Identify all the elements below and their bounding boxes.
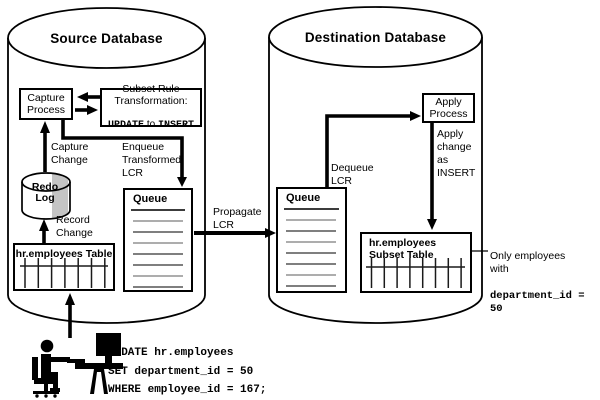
subset-to-capture-arrow (77, 92, 100, 102)
table-rows-graphic (20, 258, 108, 288)
subset-rule-transformation-box: Subset Rule Transformation: UPDATE to IN… (100, 83, 202, 131)
queue-entry-line (133, 286, 183, 288)
enqueue-label: Enqueue Transformed LCR (122, 141, 182, 179)
hr-employees-table-box: hr.employees Table (13, 243, 115, 291)
destination-database-title: Destination Database (304, 30, 447, 45)
queue-entry-line (133, 220, 183, 222)
queue-entry-line (286, 263, 337, 265)
queue-entry-line (286, 219, 337, 221)
insert-keyword: INSERT (157, 119, 194, 131)
source-database-cylinder (7, 7, 206, 324)
queue-entry-line (133, 275, 183, 277)
hr-employees-subset-table-box: hr.employees Subset Table (360, 232, 472, 293)
source-queue-box: Queue (123, 188, 193, 292)
subset-annotation-code: department_id = 50 (490, 290, 585, 315)
queue-entry-line (286, 285, 337, 287)
queue-entry-line (133, 264, 183, 266)
capture-to-subset-arrow (75, 105, 98, 115)
propagate-arrow (194, 228, 276, 238)
table-rows-graphic (366, 258, 465, 288)
capture-process-box: Capture Process (19, 88, 73, 120)
subset-rule-text: Subset Rule Transformation: UPDATE to IN… (102, 83, 200, 130)
queue-entry-line (286, 241, 337, 243)
destination-queue-box: Queue (276, 187, 347, 293)
apply-process-box: Apply Process (422, 93, 475, 123)
to-word: to (144, 118, 158, 130)
apply-change-arrow (427, 123, 437, 230)
capture-change-arrow (40, 121, 50, 172)
record-change-label: Record Change (56, 214, 93, 239)
subset-table-title: hr.employees Subset Table (369, 237, 437, 261)
destination-database-cylinder (268, 6, 483, 324)
enqueue-arrow (61, 120, 187, 187)
subset-annotation: Only employees with department_id = 50 (490, 237, 600, 329)
subset-annotation-text: Only employees with (490, 250, 566, 275)
apply-change-as-insert-label: Apply change as INSERT (437, 128, 476, 179)
destination-queue-title: Queue (286, 192, 321, 204)
apply-process-label: Apply Process (429, 96, 468, 120)
subset-rule-line2: Transformation: (114, 94, 188, 107)
sql-line-3: WHERE employee_id = 167; (108, 384, 267, 396)
sql-line-2: SET department_id = 50 (108, 365, 254, 378)
queue-entry-line (286, 274, 337, 276)
capture-change-label: Capture Change (51, 141, 89, 166)
update-keyword: UPDATE (108, 119, 145, 131)
queue-entry-line (133, 242, 183, 244)
queue-entry-line (133, 231, 183, 233)
record-change-arrow (39, 219, 49, 243)
queue-title-underline (284, 208, 339, 210)
dequeue-arrow (325, 111, 421, 187)
capture-process-label: Capture Process (27, 92, 65, 116)
user-update-arrow (65, 293, 75, 338)
propagate-lcr-label: Propagate LCR (213, 206, 262, 231)
dequeue-lcr-label: Dequeue LCR (331, 162, 374, 187)
subset-rule-line1: Subset Rule (122, 83, 180, 95)
queue-entry-line (133, 253, 183, 255)
source-database-title: Source Database (50, 31, 163, 46)
user-at-computer-icon (32, 333, 123, 398)
sql-statement: UPDATE hr.employees SET department_id = … (108, 344, 266, 400)
queue-entry-line (286, 230, 337, 232)
queue-title-underline (131, 209, 185, 211)
hr-employees-table-title: hr.employees Table (15, 248, 113, 260)
source-queue-title: Queue (133, 193, 168, 205)
queue-entry-line (286, 252, 337, 254)
redo-log-cylinder (21, 172, 71, 220)
subset-rule-code: UPDATE to INSERT (108, 107, 194, 131)
sql-line-1: UPDATE hr.employees (108, 347, 234, 359)
redo-log-label: Redo Log (31, 181, 59, 204)
